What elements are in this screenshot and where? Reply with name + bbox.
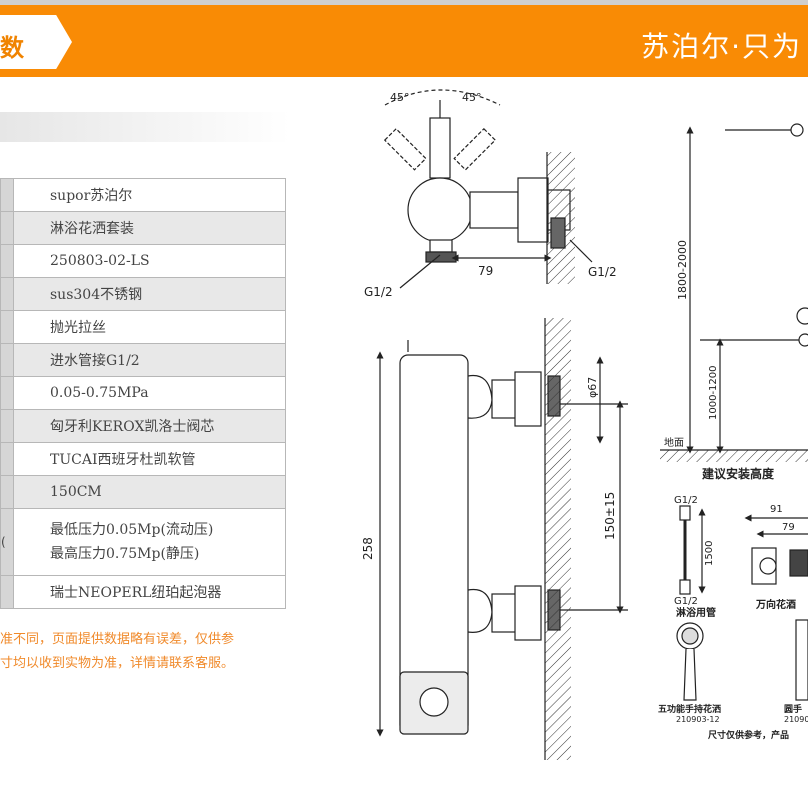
spec-value-line: 最低压力0.05Mp(流动压) xyxy=(50,522,214,538)
spec-row: 进水管接G1/2 xyxy=(0,343,286,377)
thread-left-label: G1/2 xyxy=(364,285,393,299)
dim-1000-1200-label: 1000-1200 xyxy=(708,365,719,420)
seat-caption: 万向花酒 xyxy=(755,598,796,611)
size-note: 尺寸仅供参考，产品 xyxy=(708,729,789,741)
seat-91-label: 91 xyxy=(770,504,783,515)
spec-row: sus304不锈钢 xyxy=(0,277,286,311)
header-tab: 数 xyxy=(0,15,72,69)
spec-value: 250803-02-LS xyxy=(13,244,286,278)
spec-value-line: 最高压力0.75Mp(静压) xyxy=(50,546,200,562)
spec-row: 淋浴花洒套装 xyxy=(0,211,286,245)
top-band xyxy=(0,0,808,5)
spec-value: 进水管接G1/2 xyxy=(13,343,286,377)
handheld-caption: 五功能手持花洒 xyxy=(658,703,721,715)
spec-key-cell xyxy=(0,409,14,443)
spec-key-cell xyxy=(0,376,14,410)
round-head-drawing xyxy=(795,619,808,701)
header-slogan: 苏泊尔·只为 xyxy=(641,30,802,63)
spec-value: 150CM xyxy=(13,475,286,509)
dim-1800-2000-label: 1800-2000 xyxy=(676,240,689,300)
spec-row: 150CM xyxy=(0,475,286,509)
spec-value: supor苏泊尔 xyxy=(13,178,286,212)
seat-drawing xyxy=(744,514,808,585)
dim-79-label: 79 xyxy=(478,264,493,278)
spec-row: 抛光拉丝 xyxy=(0,310,286,344)
disclaimer-line: 寸均以收到实物为准，详情请联系客服。 xyxy=(0,656,235,671)
spec-row: 0.05-0.75MPa xyxy=(0,376,286,410)
spec-key-cell xyxy=(0,575,14,609)
spec-key-cell xyxy=(0,277,14,311)
disclaimer-note: 准不同，页面提供数据略有误差，仅供参 寸均以收到实物为准，详情请联系客服。 xyxy=(0,628,234,676)
hose-caption: 淋浴用管 xyxy=(676,606,716,619)
dim-67-label: φ67 xyxy=(586,377,599,398)
spec-row: supor苏泊尔 xyxy=(0,178,286,212)
spec-value: 淋浴花洒套装 xyxy=(13,211,286,245)
install-height-label: 建议安装高度 xyxy=(701,466,775,481)
handheld-code: 210903-12 xyxy=(676,715,720,724)
spec-key-cell xyxy=(0,343,14,377)
handheld-shower-drawing xyxy=(676,622,704,701)
spec-key-cell xyxy=(0,211,14,245)
hose-top-label: G1/2 xyxy=(674,495,698,506)
section-subheader-band xyxy=(0,112,290,142)
round-head-caption: 圆手 xyxy=(784,703,802,715)
spec-value: TUCAI西班牙杜凯软管 xyxy=(13,442,286,476)
spec-value: 瑞士NEOPERL纽珀起泡器 xyxy=(13,575,286,609)
spec-value: 最低压力0.05Mp(流动压) 最高压力0.75Mp(静压) xyxy=(13,508,286,576)
thread-right-label: G1/2 xyxy=(588,265,617,279)
spec-value: 抛光拉丝 xyxy=(13,310,286,344)
spec-row: 瑞士NEOPERL纽珀起泡器 xyxy=(0,575,286,609)
side-view-drawing xyxy=(376,318,628,760)
installation-diagram xyxy=(660,123,808,462)
disclaimer-line: 准不同，页面提供数据略有误差，仅供参 xyxy=(0,632,235,647)
spec-row: ( 最低压力0.05Mp(流动压) 最高压力0.75Mp(静压) xyxy=(0,508,286,576)
seat-79-label: 79 xyxy=(782,522,795,533)
angle-left-label: 45° xyxy=(390,91,410,104)
round-head-code: 21090 xyxy=(784,715,808,724)
hose-drawing xyxy=(679,505,706,595)
hose-length-label: 1500 xyxy=(704,541,715,566)
spec-row: TUCAI西班牙杜凯软管 xyxy=(0,442,286,476)
spec-row: 250803-02-LS xyxy=(0,244,286,278)
spec-value: 0.05-0.75MPa xyxy=(13,376,286,410)
dim-150-label: 150±15 xyxy=(603,492,617,540)
top-view-drawing xyxy=(383,89,593,289)
spec-table: supor苏泊尔 淋浴花洒套装 250803-02-LS sus304不锈钢 抛… xyxy=(0,178,286,609)
dim-258-label: 258 xyxy=(361,537,375,560)
orange-header-banner: 数 苏泊尔·只为 xyxy=(0,5,808,77)
angle-right-label: 45° xyxy=(462,91,482,104)
floor-label: 地面 xyxy=(664,436,684,449)
hose-bottom-label: G1/2 xyxy=(674,596,698,607)
header-tab-text: 数 xyxy=(0,34,24,62)
